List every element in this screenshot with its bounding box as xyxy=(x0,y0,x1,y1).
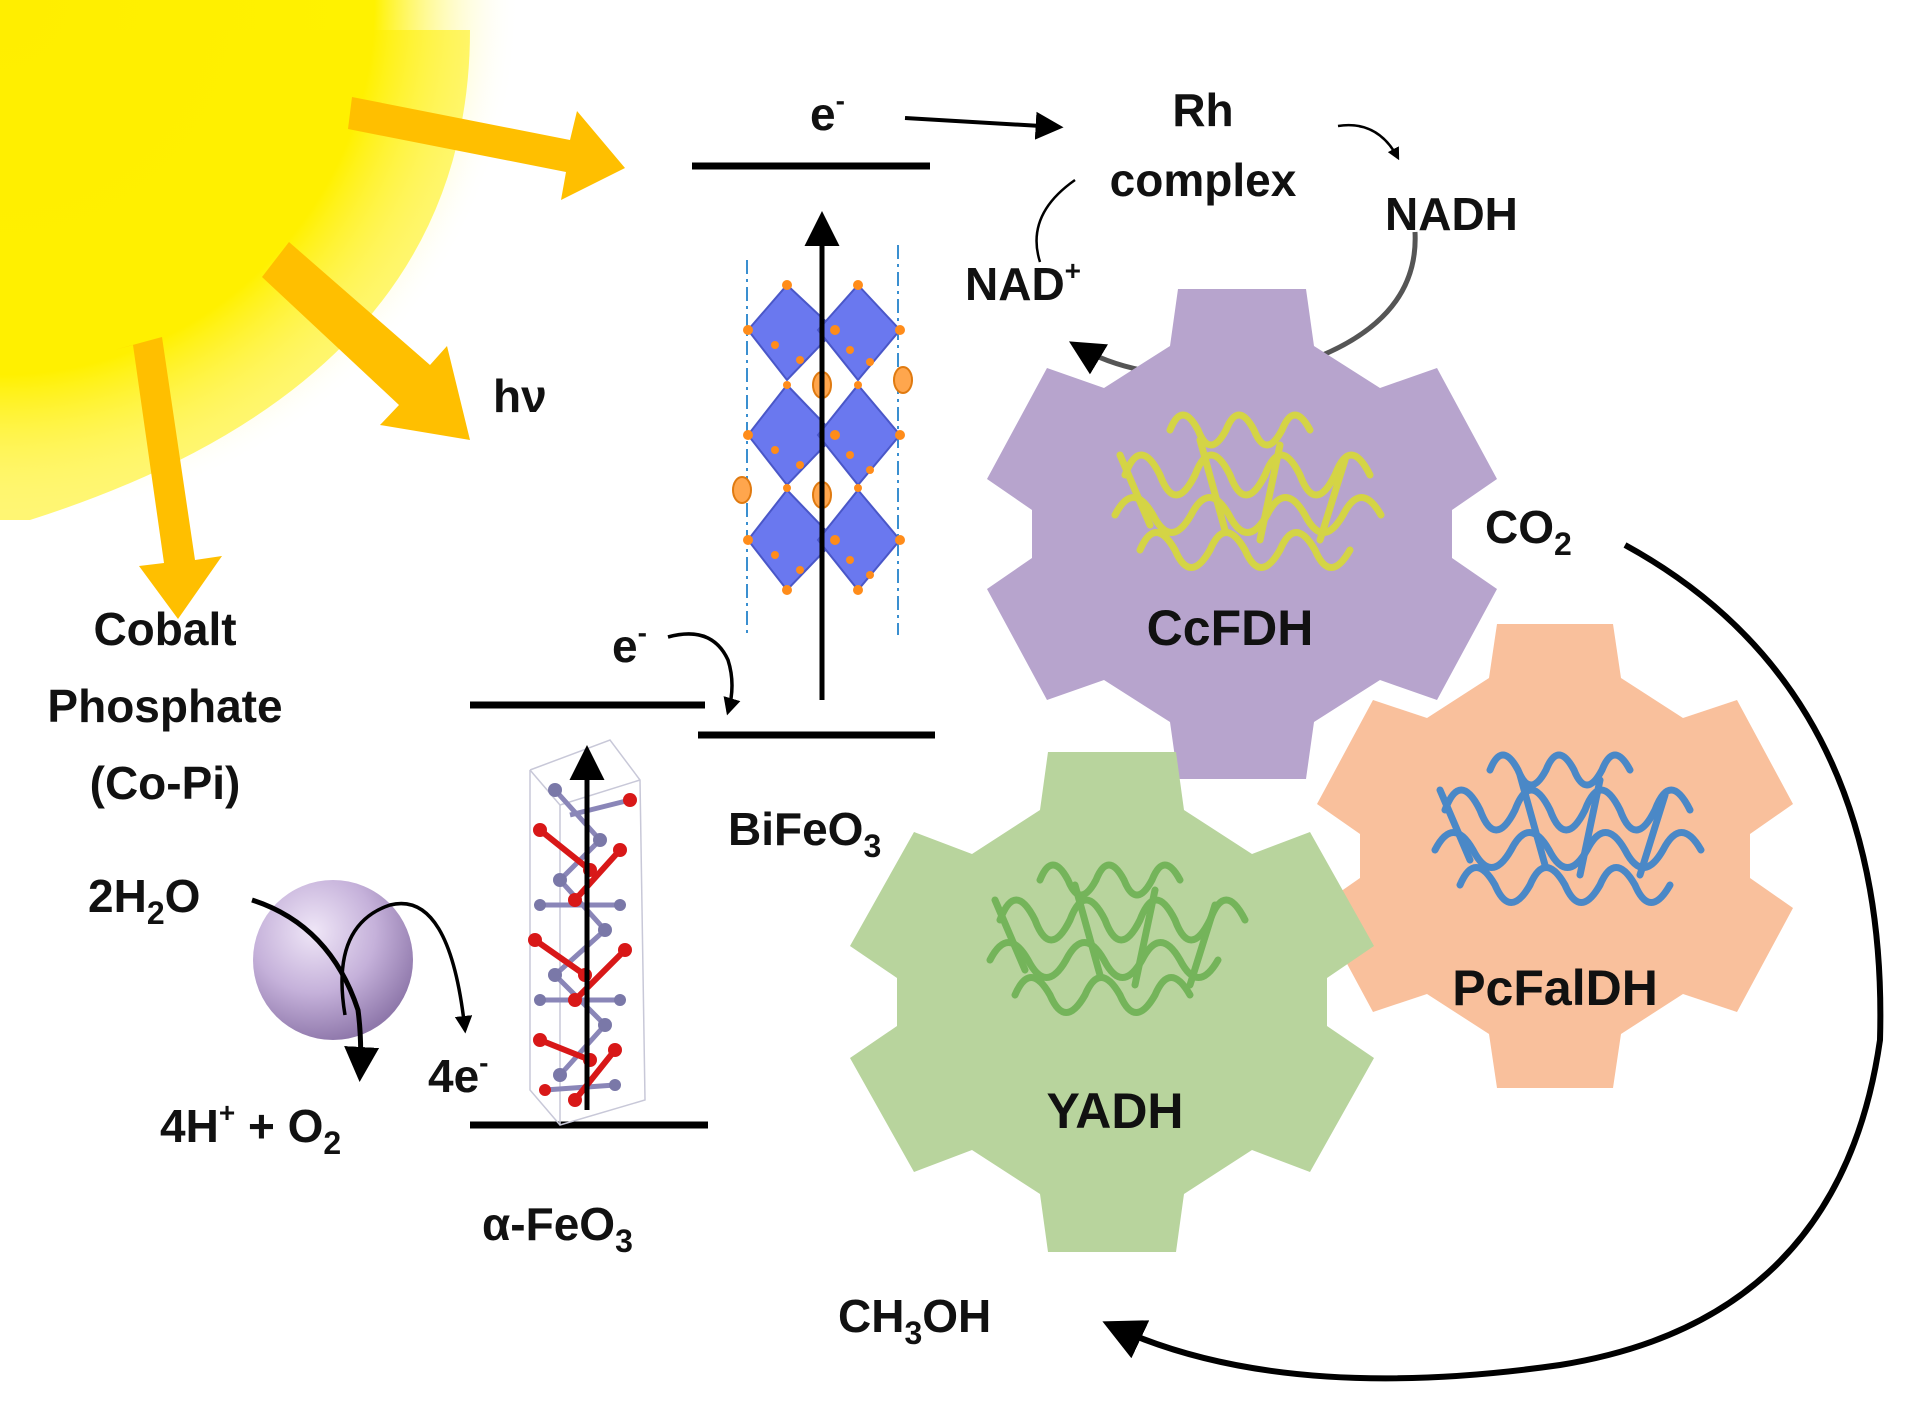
sun-core xyxy=(0,30,470,520)
electron-to-rh-arrow xyxy=(904,111,1064,140)
gear-yadh xyxy=(850,752,1374,1252)
protein-ccfdh xyxy=(1111,411,1385,571)
label-co2: CO2 xyxy=(1485,501,1572,562)
label-products: 4H+ + O2 xyxy=(160,1097,341,1161)
label-nadh: NADH xyxy=(1385,188,1518,240)
protein-pcfaldh xyxy=(1431,751,1705,906)
label-cobalt-line1: Cobalt xyxy=(93,603,236,655)
label-rh-complex-line2: complex xyxy=(1110,154,1297,206)
bifeo3-crystal-structure xyxy=(732,245,913,635)
gear-label-pcfaldh: PcFalDH xyxy=(1452,960,1658,1016)
label-methanol: CH3OH xyxy=(838,1290,991,1351)
gear-label-ccfdh: CcFDH xyxy=(1147,600,1314,656)
label-bifeo3: BiFeO3 xyxy=(728,803,881,864)
label-rh-complex-line1: Rh xyxy=(1172,84,1233,136)
label-cobalt-line2: Phosphate xyxy=(47,680,282,732)
protein-yadh xyxy=(986,861,1249,1016)
label-electron-top: e- xyxy=(810,85,845,140)
water-oxidation-arrow xyxy=(251,897,380,1082)
electron-transfer-curve-arrow xyxy=(667,632,741,716)
ray-arrow-bottom xyxy=(114,337,222,619)
sun-rays xyxy=(114,97,625,619)
ray-arrow-top xyxy=(348,97,625,200)
label-nad-plus: NAD+ xyxy=(965,255,1081,310)
label-alpha-feo3: α-FeO3 xyxy=(482,1198,633,1259)
co2-to-methanol-arrow xyxy=(1102,542,1884,1382)
label-cobalt-line3: (Co-Pi) xyxy=(90,757,241,809)
label-electron-mid: e- xyxy=(612,617,647,672)
label-water: 2H2O xyxy=(88,870,200,931)
hole-transfer-arrow xyxy=(340,901,473,1034)
ray-arrow-mid xyxy=(262,242,470,440)
label-four-electrons: 4e- xyxy=(428,1047,489,1102)
energy-levels xyxy=(470,162,935,1129)
label-hv: hν xyxy=(493,370,547,422)
nad-regeneration-arrow-left xyxy=(1035,178,1076,263)
nad-to-nadh-arrow xyxy=(1337,123,1400,161)
gear-label-yadh: YADH xyxy=(1046,1083,1183,1139)
